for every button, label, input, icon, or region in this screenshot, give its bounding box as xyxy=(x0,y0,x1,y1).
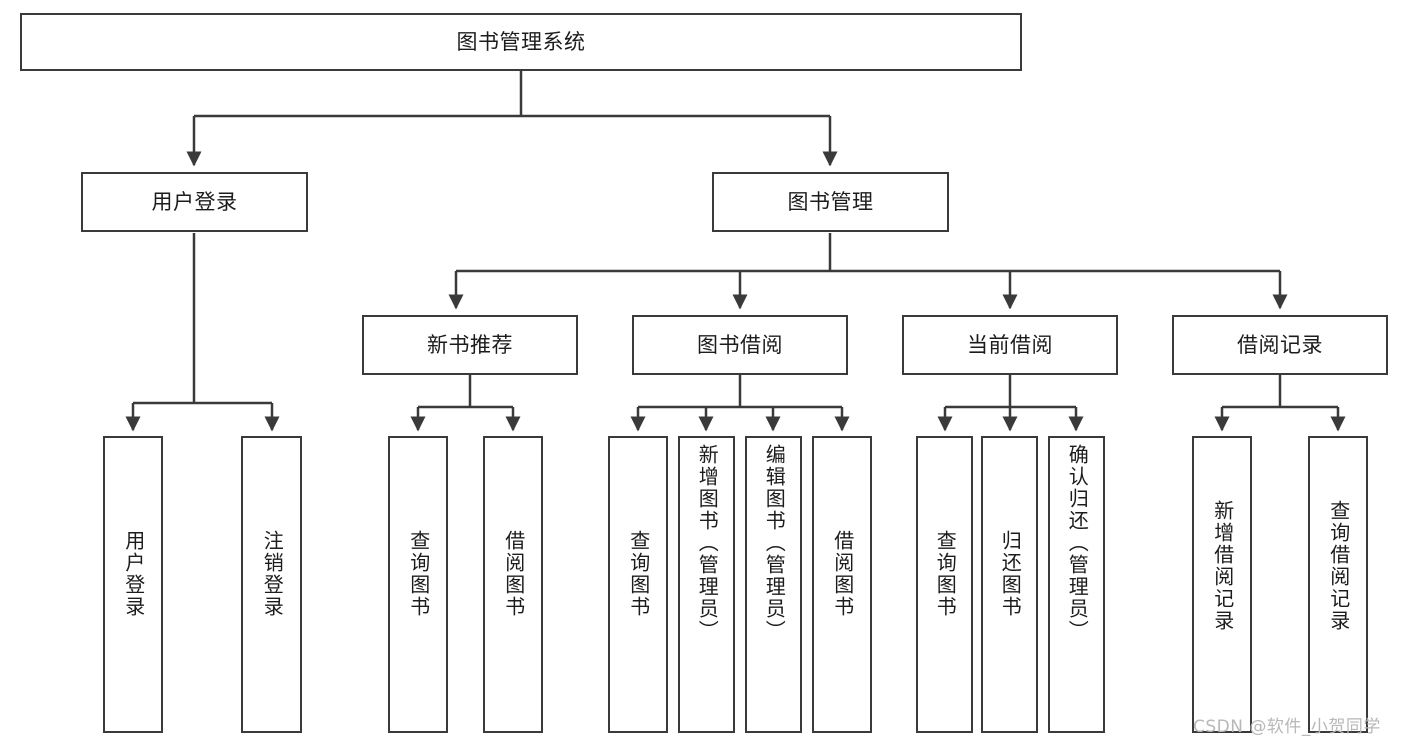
node-leaf-add-book-label: 新增图书（管理员） xyxy=(695,444,720,642)
node-leaf-logout-login[interactable]: 注销登录 xyxy=(241,436,302,733)
node-user-login-label: 用户登录 xyxy=(151,189,238,214)
node-leaf-borrow-book-1-label: 借阅图书 xyxy=(501,530,526,618)
node-borrow-record-label: 借阅记录 xyxy=(1237,332,1323,357)
watermark-text: CSDN @软件_小贺同学 xyxy=(1193,717,1381,737)
node-leaf-user-login-label: 用户登录 xyxy=(121,530,146,618)
node-leaf-query-book-3[interactable]: 查询图书 xyxy=(916,436,973,733)
node-leaf-borrow-book-2[interactable]: 借阅图书 xyxy=(812,436,872,733)
node-root[interactable]: 图书管理系统 xyxy=(20,13,1022,71)
node-borrow-record[interactable]: 借阅记录 xyxy=(1172,315,1388,375)
node-leaf-borrow-book-2-label: 借阅图书 xyxy=(830,530,855,618)
node-book-borrow[interactable]: 图书借阅 xyxy=(632,315,848,375)
node-new-book-recommend-label: 新书推荐 xyxy=(427,332,513,357)
node-leaf-user-login[interactable]: 用户登录 xyxy=(103,436,163,733)
node-book-manage[interactable]: 图书管理 xyxy=(712,172,949,232)
node-root-label: 图书管理系统 xyxy=(456,29,586,54)
node-leaf-query-record[interactable]: 查询借阅记录 xyxy=(1308,436,1368,733)
node-leaf-return-book[interactable]: 归还图书 xyxy=(981,436,1038,733)
node-current-borrow-label: 当前借阅 xyxy=(967,332,1053,357)
node-user-login[interactable]: 用户登录 xyxy=(81,172,308,232)
node-leaf-return-book-label: 归还图书 xyxy=(998,530,1023,618)
node-current-borrow[interactable]: 当前借阅 xyxy=(902,315,1118,375)
node-leaf-borrow-book-1[interactable]: 借阅图书 xyxy=(483,436,543,733)
node-leaf-query-book-1[interactable]: 查询图书 xyxy=(388,436,448,733)
node-leaf-edit-book-label: 编辑图书（管理员） xyxy=(762,444,787,642)
node-leaf-query-record-label: 查询借阅记录 xyxy=(1326,500,1351,632)
node-leaf-confirm-return[interactable]: 确认归还（管理员） xyxy=(1048,436,1105,733)
node-leaf-query-book-2[interactable]: 查询图书 xyxy=(608,436,668,733)
node-leaf-logout-login-label: 注销登录 xyxy=(260,530,285,618)
node-leaf-edit-book[interactable]: 编辑图书（管理员） xyxy=(745,436,802,733)
node-leaf-confirm-return-label: 确认归还（管理员） xyxy=(1065,444,1090,642)
node-leaf-add-record-label: 新增借阅记录 xyxy=(1210,500,1235,632)
node-leaf-query-book-1-label: 查询图书 xyxy=(406,530,431,618)
node-book-manage-label: 图书管理 xyxy=(787,189,874,214)
node-leaf-add-book[interactable]: 新增图书（管理员） xyxy=(678,436,735,733)
node-leaf-query-book-3-label: 查询图书 xyxy=(933,530,958,618)
node-leaf-add-record[interactable]: 新增借阅记录 xyxy=(1192,436,1252,733)
node-leaf-query-book-2-label: 查询图书 xyxy=(626,530,651,618)
node-new-book-recommend[interactable]: 新书推荐 xyxy=(362,315,578,375)
node-book-borrow-label: 图书借阅 xyxy=(697,332,783,357)
